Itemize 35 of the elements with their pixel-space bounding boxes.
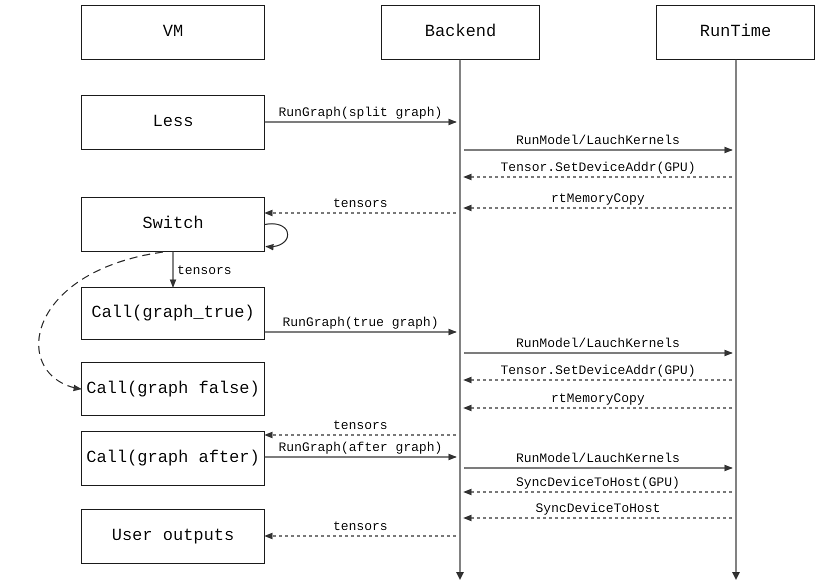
participant-box: VM xyxy=(81,5,265,60)
dashed-arrow xyxy=(463,376,732,384)
dashed-arrow xyxy=(463,204,732,212)
dashed-arrow xyxy=(463,514,732,522)
dashed-arrow xyxy=(463,404,732,412)
lifeline xyxy=(456,60,464,580)
dashed-arrow xyxy=(38,251,164,390)
edge-label: rtMemoryCopy xyxy=(550,191,646,206)
lifeline xyxy=(732,60,740,580)
edge-label: RunGraph(after graph) xyxy=(278,440,444,455)
dashed-arrow xyxy=(264,532,456,540)
dashed-arrow xyxy=(463,174,732,180)
process-box: Less xyxy=(81,95,265,150)
edge-label: SyncDeviceToHost xyxy=(534,501,662,516)
process-box: Switch xyxy=(81,197,265,252)
arrow xyxy=(170,252,176,288)
edge-label: rtMemoryCopy xyxy=(550,391,646,406)
arrow xyxy=(464,146,733,154)
dashed-arrow xyxy=(264,210,456,216)
process-box: Call(graph after) xyxy=(81,431,265,486)
arrow xyxy=(265,118,457,126)
arrow xyxy=(464,350,733,356)
arrow xyxy=(464,464,733,472)
edge-label: RunGraph(split graph) xyxy=(278,105,444,120)
arrow xyxy=(265,454,457,460)
dashed-arrow xyxy=(463,488,732,496)
process-box: User outputs xyxy=(81,509,265,564)
arrow xyxy=(265,328,457,336)
process-box: Call(graph_true) xyxy=(81,287,265,340)
participant-box: RunTime xyxy=(656,5,815,60)
participant-box: Backend xyxy=(381,5,540,60)
loop-arrow xyxy=(264,223,288,250)
edge-label: SyncDeviceToHost(GPU) xyxy=(515,475,681,490)
process-box: Call(graph false) xyxy=(81,362,265,416)
dashed-arrow xyxy=(264,432,456,438)
